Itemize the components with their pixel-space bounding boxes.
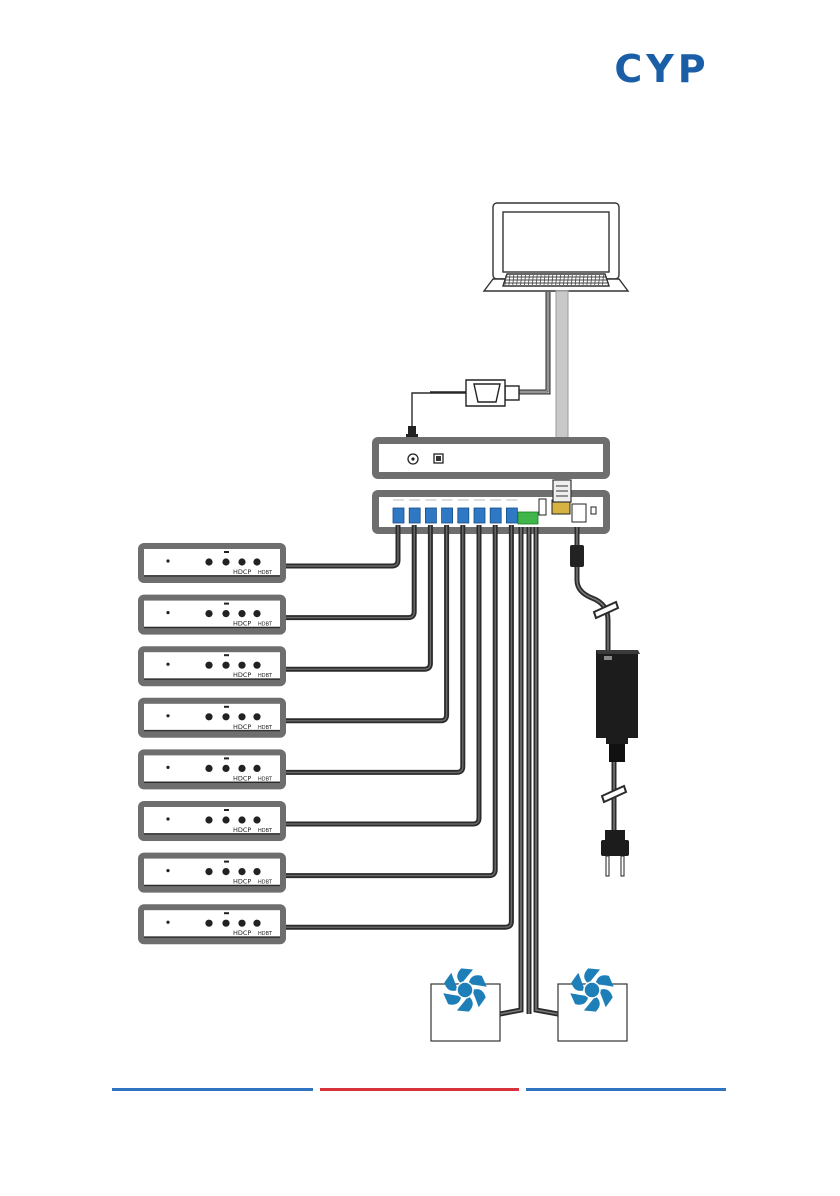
hdcp-label: HDCP bbox=[233, 723, 251, 731]
hdbt-cable bbox=[286, 525, 463, 772]
rj45-port bbox=[409, 508, 420, 523]
hdbt-receiver: HDCP HDBT bbox=[138, 698, 286, 738]
rj45-port bbox=[425, 508, 436, 523]
fan-icon bbox=[431, 968, 500, 1041]
hdbt-label: HDBT bbox=[258, 725, 273, 731]
laptop-icon bbox=[484, 203, 628, 291]
rs232-cable bbox=[518, 292, 548, 392]
hdbt-label: HDBT bbox=[258, 622, 273, 628]
hdbt-receiver: HDCP HDBT bbox=[138, 853, 286, 893]
power-adapter-icon bbox=[596, 650, 640, 762]
hdbt-label: HDBT bbox=[258, 570, 273, 576]
rj45-port bbox=[474, 508, 485, 523]
hdcp-label: HDCP bbox=[233, 826, 251, 834]
cyp-logo: CYP bbox=[614, 47, 709, 91]
hdbt-receiver: HDCP HDBT bbox=[138, 904, 286, 944]
control-box-front bbox=[372, 437, 610, 479]
rs232-lead bbox=[412, 393, 466, 428]
footer-rule-right bbox=[526, 1088, 726, 1091]
hdbt-cable bbox=[286, 525, 447, 721]
power-jack bbox=[572, 504, 586, 522]
hdcp-label: HDCP bbox=[233, 878, 251, 886]
hdcp-label: HDCP bbox=[233, 568, 251, 576]
rj45-connector-icon bbox=[553, 480, 571, 502]
rj45-port bbox=[490, 508, 501, 523]
hdbt-label: HDBT bbox=[258, 880, 273, 886]
ac-plug-icon bbox=[601, 830, 629, 876]
hdbt-cable bbox=[286, 525, 479, 824]
hdbt-cable bbox=[286, 525, 430, 669]
rj45-port bbox=[393, 508, 404, 523]
footer-rules bbox=[112, 1088, 726, 1091]
footer-rule-middle bbox=[320, 1088, 519, 1091]
hdbt-receiver: HDCP HDBT bbox=[138, 595, 286, 635]
rj45-port bbox=[442, 508, 453, 523]
hdbt-label: HDBT bbox=[258, 776, 273, 782]
hdbt-receiver: HDCP HDBT bbox=[138, 543, 286, 583]
hdbt-label: HDBT bbox=[258, 673, 273, 679]
hdbt-receiver: HDCP HDBT bbox=[138, 646, 286, 686]
hdbt-label: HDBT bbox=[258, 931, 273, 937]
hdcp-label: HDCP bbox=[233, 774, 251, 782]
hdcp-label: HDCP bbox=[233, 620, 251, 628]
hdcp-label: HDCP bbox=[233, 671, 251, 679]
hdbt-cables bbox=[286, 525, 511, 927]
footer-rule-left bbox=[112, 1088, 313, 1091]
hdcp-label: HDCP bbox=[233, 929, 251, 937]
hdbt-label: HDBT bbox=[258, 828, 273, 834]
usb-port bbox=[539, 499, 546, 515]
terminal-block bbox=[518, 512, 538, 524]
ferrite-core bbox=[570, 545, 584, 567]
hdbt-cable bbox=[286, 525, 414, 618]
hdbt-receiver: HDCP HDBT bbox=[138, 801, 286, 841]
rj45-port bbox=[506, 508, 517, 523]
logo-text: CYP bbox=[614, 47, 709, 91]
fan-icon bbox=[558, 968, 627, 1041]
receiver-stack: HDCP HDBT HDCP HDBT HDCP HDBT HDCP HDBT HDCP HDBT… bbox=[138, 543, 286, 944]
hdbt-receiver: HDCP HDBT bbox=[138, 749, 286, 789]
rj45-port bbox=[458, 508, 469, 523]
main-unit-rear bbox=[372, 490, 610, 534]
fan-cables bbox=[500, 527, 558, 1014]
